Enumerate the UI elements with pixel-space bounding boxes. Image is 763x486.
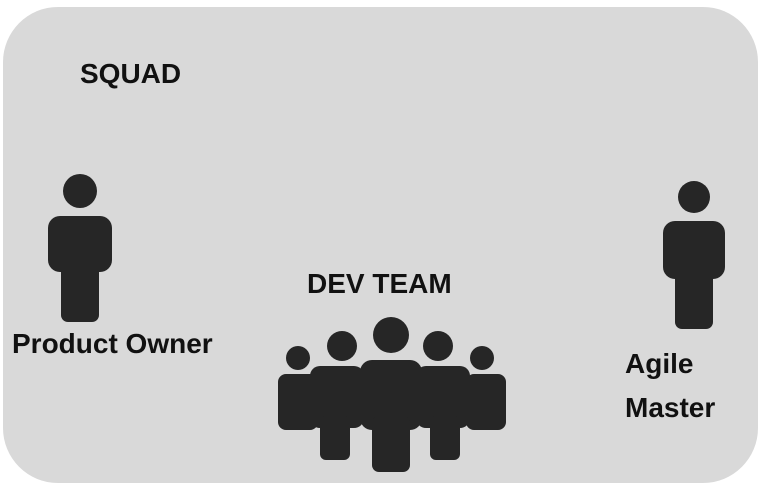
agile-master-person-icon <box>663 181 725 329</box>
product-owner-label: Product Owner <box>12 328 213 359</box>
agile-master-label: Agile Master <box>625 342 715 430</box>
dev-team-group-icon <box>278 317 506 472</box>
team-member-right <box>416 331 470 460</box>
team-member-far-left <box>278 346 318 430</box>
product-owner-person-icon <box>48 174 112 322</box>
agile-master-label-line1: Agile <box>625 348 694 379</box>
team-member-left <box>310 331 364 460</box>
team-member-center <box>360 317 422 472</box>
team-member-far-right <box>466 346 506 430</box>
agile-master-label-line2: Master <box>625 392 716 423</box>
squad-title: SQUAD <box>80 58 182 89</box>
container-gap <box>336 474 448 486</box>
dev-team-label: DEV TEAM <box>307 268 452 299</box>
